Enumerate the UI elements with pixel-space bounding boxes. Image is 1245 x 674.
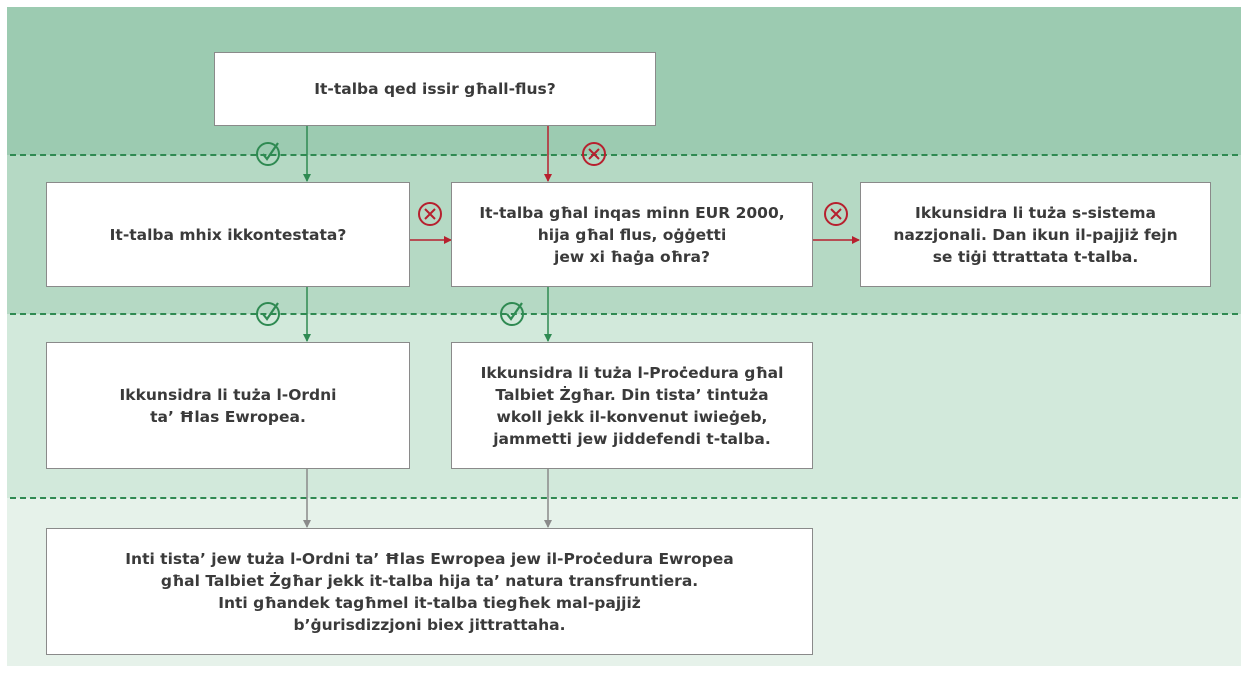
check-circle-icon	[256, 142, 280, 166]
result-cross-border-note: Inti tista’ jew tuża l-Ordni ta’ Ħlas Ew…	[46, 528, 813, 655]
check-circle-icon	[256, 302, 280, 326]
result-small-claims-procedure: Ikkunsidra li tuża l-Proċedura għal Talb…	[451, 342, 813, 469]
dashed-separator	[10, 154, 1238, 156]
question-uncontested: It-talba mhix ikkontestata?	[46, 182, 410, 287]
result-national-system: Ikkunsidra li tuża s-sistema nazzjonali.…	[860, 182, 1211, 287]
question-money-claim: It-talba qed issir għall-flus?	[214, 52, 656, 126]
x-circle-icon	[418, 202, 442, 226]
check-circle-icon	[500, 302, 524, 326]
dashed-separator	[10, 497, 1238, 499]
result-european-payment-order: Ikkunsidra li tuża l-Ordni ta’ Ħlas Ewro…	[46, 342, 410, 469]
x-circle-icon	[582, 142, 606, 166]
question-under-2000: It-talba għal inqas minn EUR 2000, hija …	[451, 182, 813, 287]
x-circle-icon	[824, 202, 848, 226]
dashed-separator	[10, 313, 1238, 315]
